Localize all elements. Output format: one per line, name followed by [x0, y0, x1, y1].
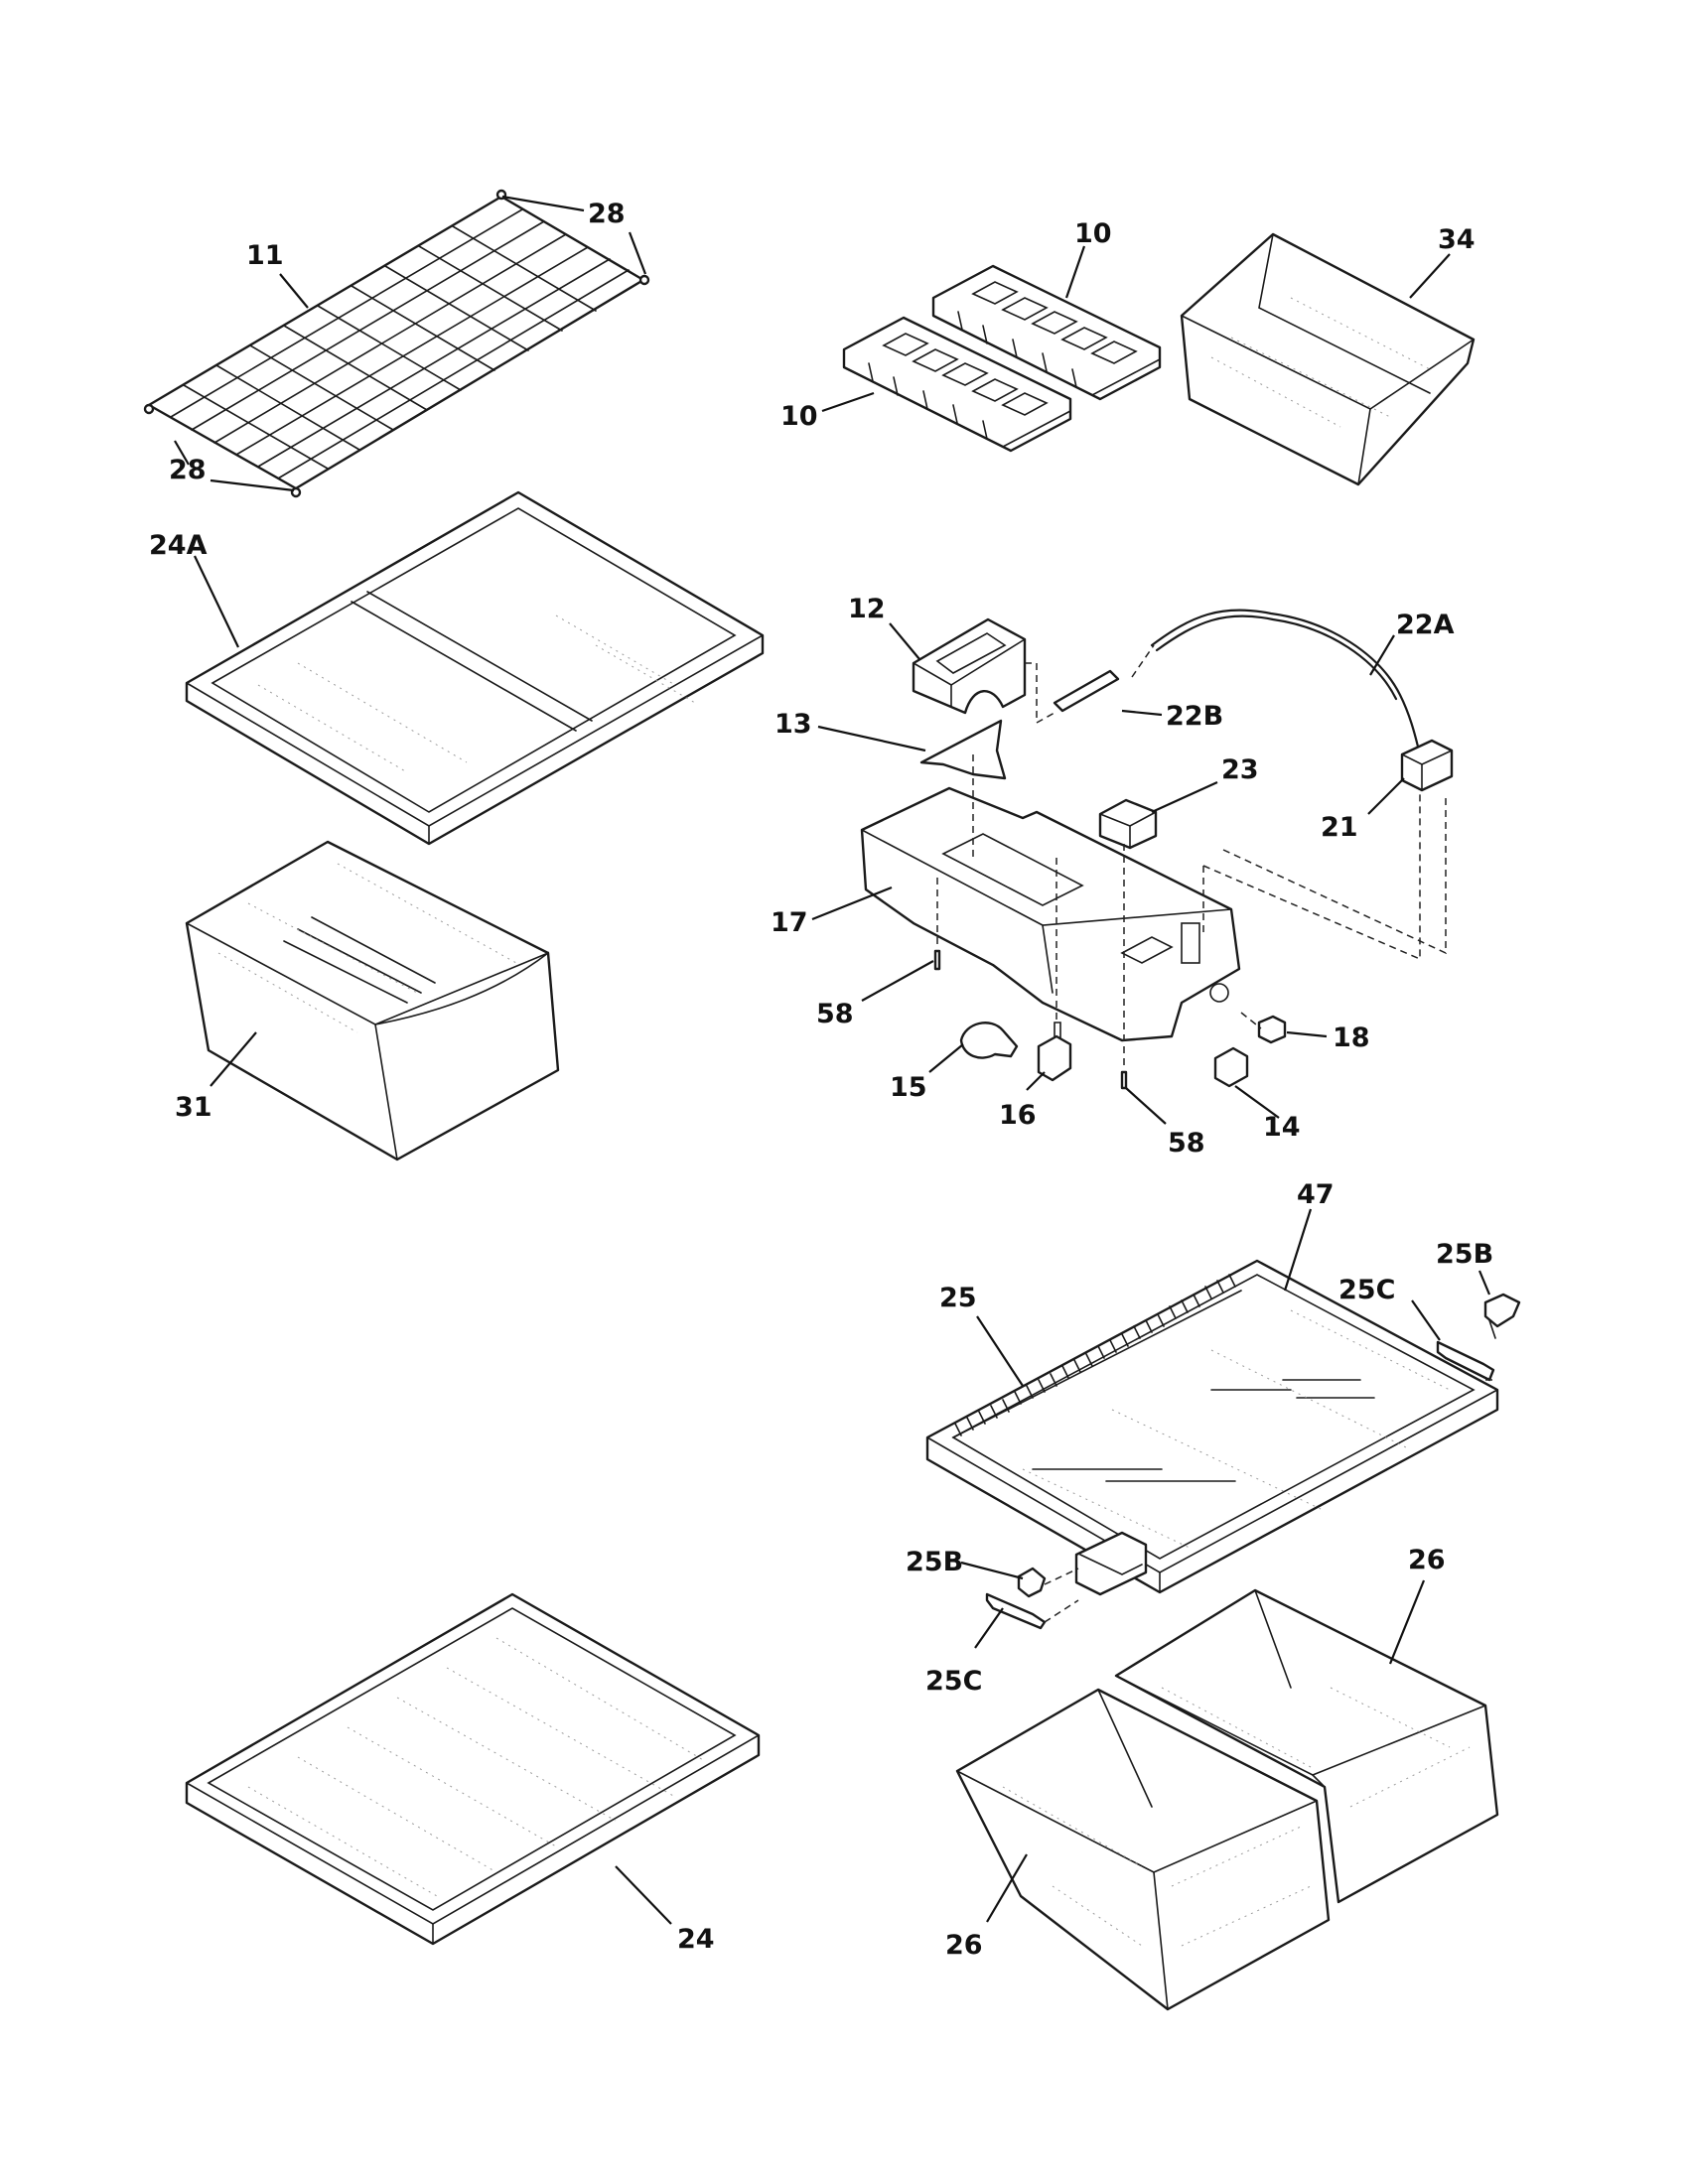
chute-part-13[interactable]	[919, 719, 1007, 780]
callout-14: 14	[1263, 1112, 1301, 1143]
callout-24A: 24A	[149, 530, 208, 561]
callout-11: 11	[246, 240, 284, 271]
glass-shelf-part-24A[interactable]	[185, 490, 765, 846]
ice-tray-part-10-lower[interactable]	[842, 316, 1072, 453]
callout-25C-lower: 25C	[925, 1666, 982, 1697]
callout-28-bottom: 28	[169, 455, 207, 485]
bin-part-34[interactable]	[1180, 232, 1476, 486]
shaft-part-22B[interactable]	[1053, 669, 1120, 713]
callout-25B-upper: 25B	[1436, 1239, 1493, 1270]
callout-15: 15	[890, 1072, 927, 1103]
wire-shelf-part-11[interactable]	[143, 189, 650, 498]
crisper-drawer-part-31[interactable]	[185, 840, 560, 1161]
callout-26-lower: 26	[945, 1930, 983, 1961]
callout-26-upper: 26	[1408, 1545, 1446, 1575]
motor-part-23[interactable]	[1098, 798, 1158, 850]
switch-part-14[interactable]	[1213, 1046, 1249, 1088]
callout-23: 23	[1221, 754, 1259, 785]
callout-12: 12	[848, 594, 886, 624]
callout-13: 13	[774, 709, 812, 740]
assembly-lines-lower	[1044, 1379, 1497, 1623]
knob-part-18[interactable]	[1257, 1015, 1287, 1044]
callout-47: 47	[1297, 1179, 1335, 1210]
callout-24: 24	[677, 1924, 715, 1955]
screw-part-58-right[interactable]	[1120, 1070, 1128, 1090]
callout-22B: 22B	[1166, 701, 1223, 732]
socket-part-16[interactable]	[1037, 1022, 1072, 1082]
switch-part-21[interactable]	[1400, 739, 1454, 792]
clip-part-25B-upper[interactable]	[1483, 1293, 1521, 1339]
clip-part-25B-lower[interactable]	[1017, 1567, 1047, 1598]
ice-tray-part-10-upper[interactable]	[931, 264, 1162, 401]
crisper-cover-part-25[interactable]	[925, 1259, 1499, 1596]
callout-28-top: 28	[588, 199, 626, 229]
bracket-part-25C-lower[interactable]	[985, 1592, 1047, 1630]
callout-25C-upper: 25C	[1338, 1275, 1395, 1305]
glass-shelf-part-24[interactable]	[185, 1592, 761, 1946]
callout-10-top: 10	[1074, 218, 1112, 249]
callout-10-bottom: 10	[780, 401, 818, 432]
screw-part-58-left[interactable]	[933, 949, 941, 971]
callout-labels: 28 11 28 10 10 34 24A 12 22A 22B 13 23 2…	[149, 199, 1493, 1961]
ice-bucket-part-12[interactable]	[912, 617, 1027, 715]
wire-harness-part-22A[interactable]	[1150, 609, 1420, 749]
housing-part-17[interactable]	[860, 786, 1241, 1042]
bulb-part-15[interactable]	[959, 1022, 1019, 1059]
callout-31: 31	[175, 1092, 212, 1123]
crisper-drawer-part-26-front[interactable]	[955, 1688, 1331, 2011]
callout-58-left: 58	[816, 999, 854, 1029]
callout-16: 16	[999, 1100, 1037, 1131]
crisper-drawer-part-26-rear[interactable]	[1114, 1588, 1499, 1904]
callout-25: 25	[939, 1283, 977, 1313]
callout-34: 34	[1438, 224, 1476, 255]
callout-58-right: 58	[1168, 1128, 1205, 1159]
leader-lines	[174, 195, 1491, 1925]
callout-25B-lower: 25B	[906, 1547, 963, 1577]
callout-17: 17	[771, 907, 808, 938]
assembly-lines-upper	[936, 644, 1447, 1070]
callout-22A: 22A	[1396, 610, 1455, 640]
callout-18: 18	[1333, 1023, 1370, 1053]
callout-21: 21	[1321, 812, 1358, 843]
